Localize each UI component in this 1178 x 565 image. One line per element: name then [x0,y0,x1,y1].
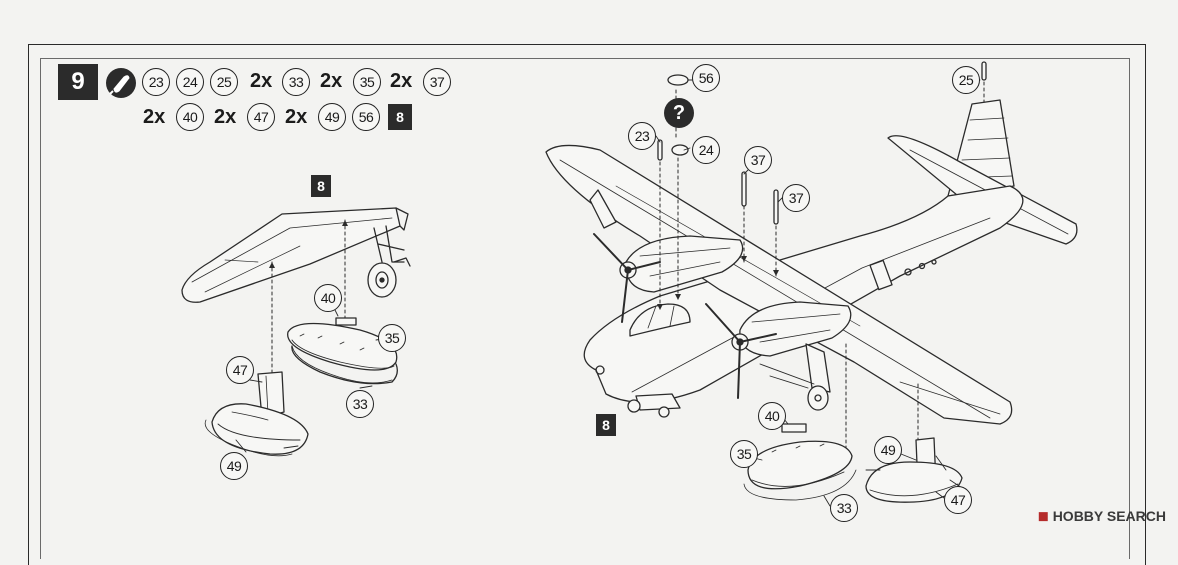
quantity-33: 2x [250,70,273,92]
callout-24: 24 [692,136,720,164]
callout-35: 35 [730,440,758,468]
callout-49: 49 [874,436,902,464]
part-number-23: 23 [142,68,170,96]
quantity-35: 2x [320,70,343,92]
part-23-mast [657,139,663,161]
paint-ref-box: 8 [388,104,412,130]
part-number-33: 33 [282,68,310,96]
detail-callout-33: 33 [346,390,374,418]
part-number-37: 37 [423,68,451,96]
detail-guide-lines [271,219,346,381]
callout-56: 56 [692,64,720,92]
glue-bottle-icon [106,68,136,98]
callout-33: 33 [830,494,858,522]
question-mark-icon: ? [664,98,694,128]
main-ref-box: 8 [596,414,616,436]
float-assembly-47-49 [204,371,309,457]
step-number: 9 [58,64,98,100]
callout-23: 23 [628,122,656,150]
detail-ref-box: 8 [311,175,331,197]
instruction-frame [40,58,1130,559]
quantity-37: 2x [390,70,413,92]
callout-37-b: 37 [782,184,810,212]
detail-wing-drawing [181,207,411,303]
detail-callout-35: 35 [378,324,406,352]
callout-25: 25 [952,66,980,94]
float-part-35 [287,322,398,371]
main-float-35-33 [743,440,857,501]
part-number-24: 24 [176,68,204,96]
callout-47: 47 [944,486,972,514]
watermark-logo-icon: ◼ [1037,508,1049,523]
part-number-49: 49 [318,103,346,131]
main-float-47-49 [865,437,963,503]
part-number-40: 40 [176,103,204,131]
sheet-frame [28,44,1146,565]
callout-40: 40 [758,402,786,430]
part-37-pin-b [773,189,779,225]
callout-37-a: 37 [744,146,772,174]
part-number-25: 25 [210,68,238,96]
part-number-35: 35 [353,68,381,96]
part-number-56: 56 [352,103,380,131]
strut-part-40 [335,317,357,326]
part-25-pin [981,61,987,81]
quantity-47: 2x [214,106,237,128]
quantity-40: 2x [143,106,166,128]
part-37-pin-a [741,171,747,207]
watermark-text: HOBBY SEARCH [1052,508,1166,524]
part-24-lens [671,144,689,156]
part-56-lens [667,74,689,86]
detail-callout-49: 49 [220,452,248,480]
part-number-47: 47 [247,103,275,131]
amphibian-aircraft-drawing [545,99,1078,425]
quantity-49: 2x [285,106,308,128]
detail-callout-40: 40 [314,284,342,312]
watermark: ◼ HOBBY SEARCH [1038,508,1166,524]
float-part-33 [291,345,398,385]
assembly-illustration [181,61,1078,507]
detail-callout-47: 47 [226,356,254,384]
main-strut-part-40 [781,423,807,433]
